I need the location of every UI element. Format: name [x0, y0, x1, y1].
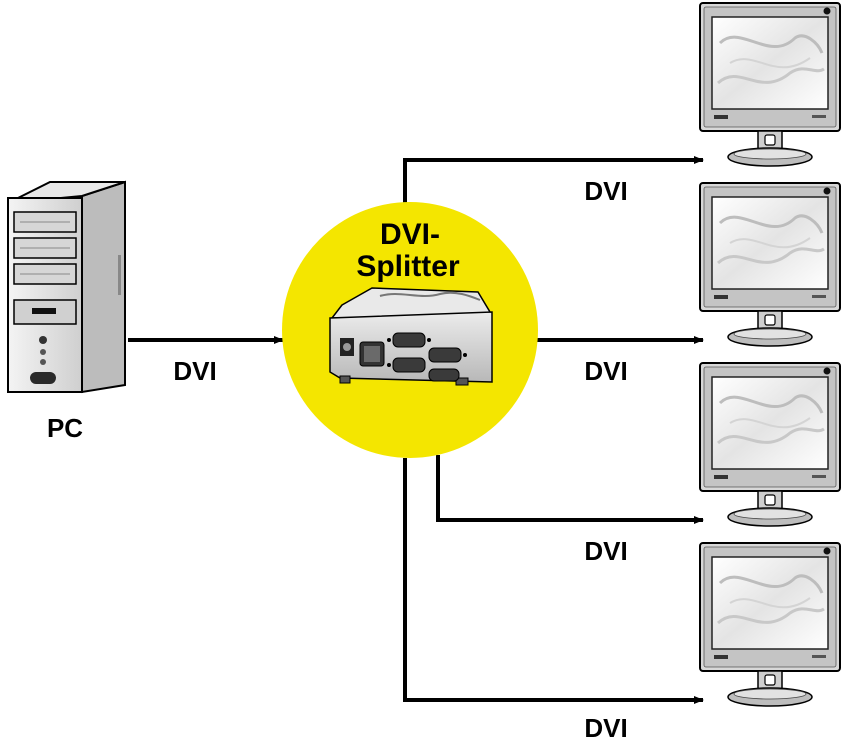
dvi-splitter-box-icon [329, 287, 493, 386]
monitor-icon [698, 181, 842, 348]
monitor-icon [698, 1, 842, 168]
connector-lines [128, 156, 704, 704]
splitter-title-line1: DVI- [380, 218, 440, 251]
output-label-2: DVI [584, 356, 627, 386]
output-label-1: DVI [584, 176, 627, 206]
source-label: PC [47, 413, 83, 443]
input-link-label: DVI [173, 356, 216, 386]
output-connector-line-4 [403, 458, 704, 704]
pc-tower-icon [7, 180, 126, 394]
output-connector-line-1 [403, 156, 704, 212]
splitter-title-line2: Splitter [356, 250, 460, 283]
output-label-3: DVI [584, 536, 627, 566]
monitor-icon [698, 541, 842, 708]
output-connector-line-3 [436, 455, 704, 524]
output-label-4: DVI [584, 713, 627, 740]
monitor-icon [698, 361, 842, 528]
